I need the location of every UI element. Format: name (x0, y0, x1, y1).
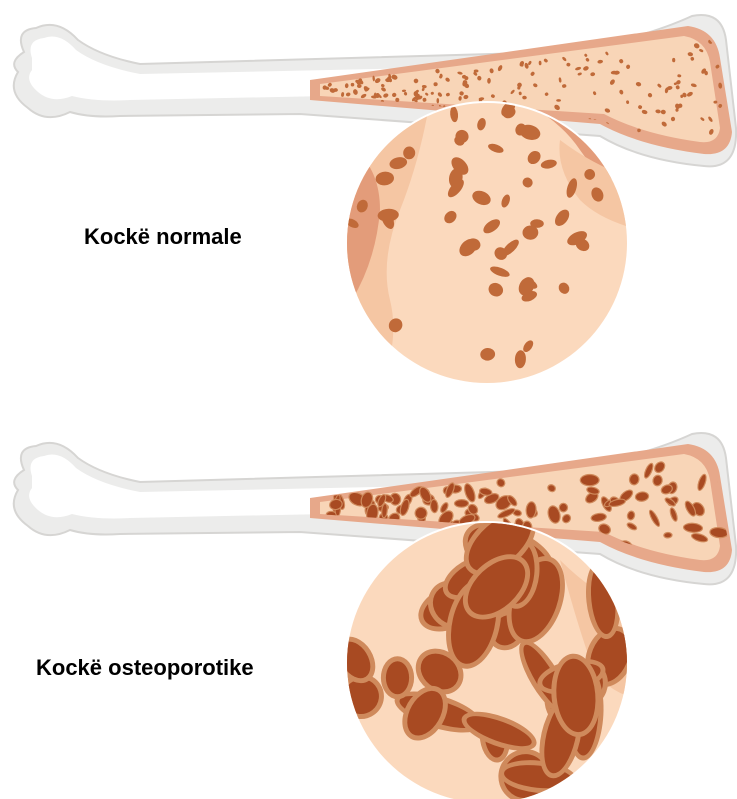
normal-bone (14, 15, 736, 166)
osteoporotic-bone (14, 433, 736, 584)
osteoporotic-bone-label: Kockë osteoporotike (36, 655, 254, 681)
normal-bone-zoom (340, 99, 640, 390)
shaft-hole (581, 475, 599, 485)
shaft-pore (556, 99, 561, 102)
normal-bone-label: Kockë normale (84, 224, 242, 250)
shaft-pore (437, 98, 440, 103)
bone-cavity (386, 661, 409, 694)
